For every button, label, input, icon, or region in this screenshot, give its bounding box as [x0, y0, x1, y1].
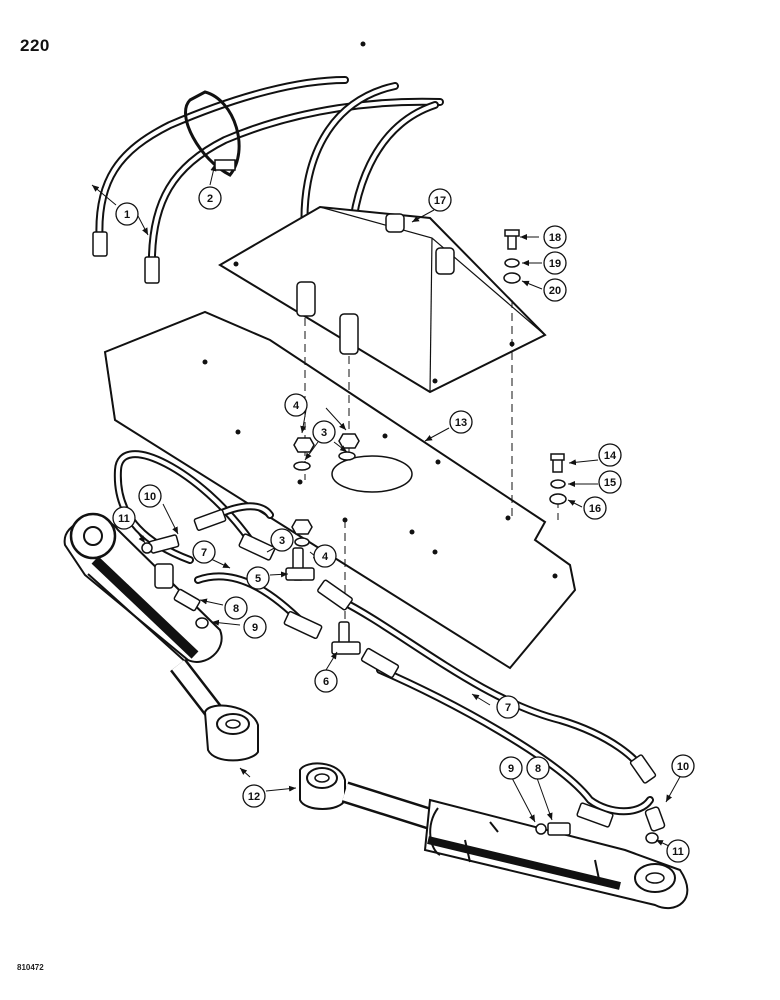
cylinder-fittings-upper [141, 534, 209, 629]
callout-5: 5 [255, 573, 261, 585]
callout-10b: 10 [677, 761, 689, 773]
callout-8b: 8 [535, 763, 541, 775]
figure-code: 810472 [17, 963, 44, 972]
hardware [291, 229, 567, 547]
ink-dot [360, 41, 366, 47]
callout-leaders [91, 163, 682, 847]
main-plate [103, 310, 577, 670]
callout-7b: 7 [505, 702, 511, 714]
callout-17: 17 [434, 195, 446, 207]
callout-6: 6 [323, 676, 329, 688]
tee-fittings [285, 547, 361, 655]
page-number: 220 [20, 36, 50, 55]
callout-20: 20 [549, 285, 561, 297]
callout-4b: 4 [322, 551, 329, 563]
callout-9b: 9 [508, 763, 514, 775]
callout-3b: 3 [279, 535, 285, 547]
callout-11b: 11 [672, 846, 684, 858]
callout-7a: 7 [201, 547, 207, 559]
upper-hoses [95, 76, 444, 274]
callout-circles [112, 186, 695, 863]
cover-plate [218, 205, 547, 394]
callout-10a: 10 [144, 491, 156, 503]
callout-3a: 3 [321, 427, 327, 439]
callout-2: 2 [207, 193, 213, 205]
callout-labels: 1 2 3 3 4 4 5 6 7 7 8 8 9 9 10 10 11 11 … [118, 193, 689, 858]
callout-1: 1 [124, 209, 130, 221]
cylinder-lower-right [299, 762, 689, 910]
cylinder-upper-left [63, 512, 259, 762]
callout-8a: 8 [233, 603, 239, 615]
callout-16: 16 [589, 503, 601, 515]
callout-9a: 9 [252, 622, 258, 634]
callout-13: 13 [455, 417, 467, 429]
callout-12: 12 [248, 791, 260, 803]
cylinder-fittings-lower [535, 806, 666, 844]
callout-4a: 4 [293, 400, 300, 412]
callout-14: 14 [604, 450, 617, 462]
callout-19: 19 [549, 258, 561, 270]
callout-11a: 11 [118, 513, 130, 525]
callout-15: 15 [604, 477, 616, 489]
callout-18: 18 [549, 232, 561, 244]
hose-fittings-lower [193, 509, 657, 828]
